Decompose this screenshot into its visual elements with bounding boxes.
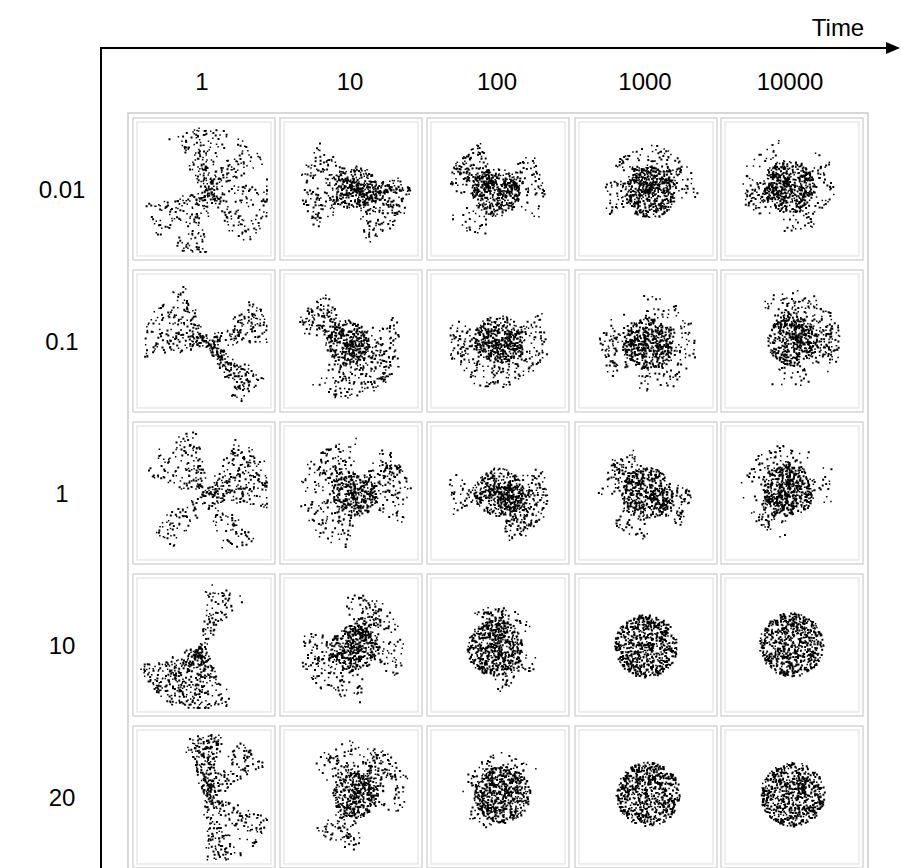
row-axis: [100, 47, 102, 868]
panel-inner-frame: [579, 274, 713, 408]
panel-frame: [427, 270, 569, 412]
panel-frame: [427, 422, 569, 564]
panel-inner-frame: [284, 730, 418, 864]
panel-inner-frame: [284, 122, 418, 256]
panel-frame: [721, 574, 863, 716]
panel-frame: [427, 726, 569, 868]
column-header: 1000: [618, 69, 671, 95]
aggregate-cluster: [144, 286, 267, 402]
panel-inner-frame: [725, 578, 859, 712]
panel-frame: [280, 574, 422, 716]
panel-inner-frame: [431, 578, 565, 712]
column-header: 10000: [757, 69, 824, 95]
aggregate-cluster: [300, 438, 412, 548]
aggregate-cluster: [450, 143, 546, 235]
aggregate-cluster: [302, 595, 404, 704]
panel-frame: [280, 270, 422, 412]
panel-frame: [280, 118, 422, 260]
panel-frame: [721, 422, 863, 564]
aggregate-cluster: [743, 140, 835, 232]
panel-frame: [721, 118, 863, 260]
panel-inner-frame: [137, 426, 271, 560]
column-header: 1: [195, 69, 208, 95]
column-header: 10: [337, 69, 364, 95]
panel-inner-frame: [284, 274, 418, 408]
row-label: 10: [49, 633, 76, 659]
panel-frame: [133, 574, 275, 716]
aggregate-cluster: [598, 450, 692, 540]
panel-inner-frame: [431, 426, 565, 560]
grid-frame: [128, 113, 868, 868]
row-label: 1: [55, 481, 68, 507]
axis-title: Time: [812, 15, 864, 41]
panel-inner-frame: [579, 578, 713, 712]
row-label: 20: [49, 785, 76, 811]
aggregate-cluster: [449, 467, 548, 541]
panel-frame: [280, 422, 422, 564]
aggregate-cluster: [761, 762, 826, 828]
aggregate-cluster: [614, 615, 677, 679]
aggregate-cluster: [616, 762, 681, 827]
panel-inner-frame: [137, 274, 271, 408]
panel-inner-frame: [431, 122, 565, 256]
aggregate-cluster: [140, 584, 243, 709]
aggregate-cluster: [467, 607, 536, 692]
panel-inner-frame: [284, 578, 418, 712]
panel-frame: [575, 270, 717, 412]
panel-inner-frame: [284, 426, 418, 560]
panel-frame: [133, 270, 275, 412]
aggregate-cluster: [299, 294, 400, 398]
aggregate-cluster: [186, 734, 268, 861]
aggregate-cluster: [605, 145, 699, 218]
panel-inner-frame: [725, 730, 859, 864]
panel-frame: [575, 726, 717, 868]
panel-inner-frame: [137, 730, 271, 864]
panel-group: [133, 118, 863, 868]
aggregate-cluster: [146, 128, 268, 253]
aggregate-cluster: [765, 290, 841, 386]
row-label: 0.1: [45, 329, 78, 355]
aggregate-cluster: [599, 295, 696, 391]
panel-inner-frame: [579, 426, 713, 560]
panel-frame: [427, 118, 569, 260]
panel-frame: [721, 270, 863, 412]
panel-inner-frame: [431, 274, 565, 408]
panel-frame: [575, 422, 717, 564]
panel-frame: [721, 726, 863, 868]
aggregate-cluster: [316, 740, 408, 850]
panel-inner-frame: [137, 122, 271, 256]
panel-frame: [133, 422, 275, 564]
panel-inner-frame: [137, 578, 271, 712]
aggregate-cluster: [148, 432, 268, 549]
aggregate-cluster: [759, 612, 824, 677]
panel-frame: [427, 574, 569, 716]
column-header: 100: [477, 69, 517, 95]
aggregate-cluster: [450, 313, 548, 388]
panel-frame: [575, 574, 717, 716]
aggregate-cluster: [462, 752, 536, 828]
aggregate-cluster: [741, 445, 833, 538]
panel-inner-frame: [725, 426, 859, 560]
panel-inner-frame: [579, 730, 713, 864]
panel-inner-frame: [725, 274, 859, 408]
panel-inner-frame: [579, 122, 713, 256]
panel-frame: [280, 726, 422, 868]
axis-arrowhead: [886, 42, 900, 54]
panel-inner-frame: [725, 122, 859, 256]
row-label: 0.01: [39, 177, 86, 203]
panel-inner-frame: [431, 730, 565, 864]
panel-frame: [133, 726, 275, 868]
time-axis: [101, 47, 890, 49]
panel-frame: [575, 118, 717, 260]
aggregate-cluster: [301, 143, 411, 243]
panel-frame: [133, 118, 275, 260]
